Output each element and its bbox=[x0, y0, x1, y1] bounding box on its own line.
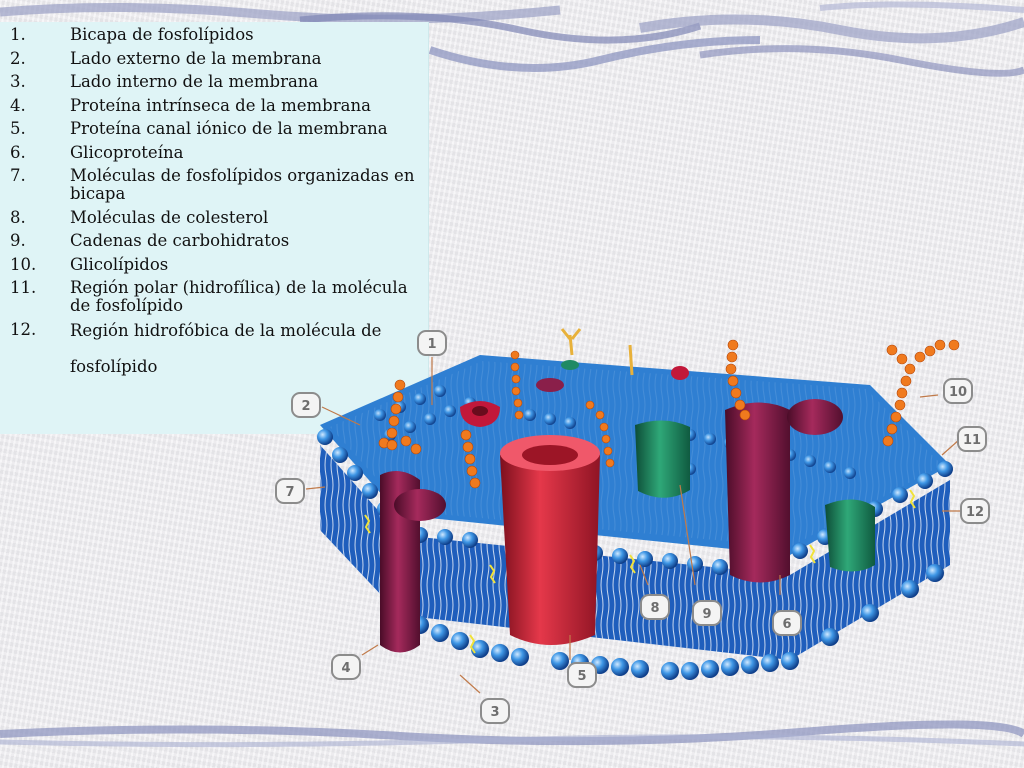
legend-item-text: Región polar (hidrofílica) de la molécul… bbox=[70, 278, 408, 315]
legend-item: 12. Región hidrofóbica de la molécula de … bbox=[10, 319, 420, 385]
callout-number: 8 bbox=[650, 601, 659, 616]
legend-item: 4. Proteína intrínseca de la membrana bbox=[10, 95, 420, 115]
bottom-decorative-brush-strokes bbox=[0, 720, 1024, 748]
legend-item-number: 7. bbox=[10, 166, 26, 185]
legend-item-text: Proteína canal iónico de la membrana bbox=[70, 119, 388, 138]
legend-item-text: Moléculas de colesterol bbox=[70, 207, 269, 227]
legend-item-number: 3. bbox=[10, 72, 26, 91]
legend-item-number: 1. bbox=[10, 25, 26, 44]
legend-item-text: Bicapa de fosfolípidos bbox=[70, 25, 254, 44]
green-protein-upper bbox=[635, 420, 690, 498]
legend-item-number: 6. bbox=[10, 142, 26, 162]
top-decorative-brush-strokes bbox=[0, 1, 1024, 77]
ion-channel-protein bbox=[500, 445, 600, 645]
callout-number: 12 bbox=[966, 505, 984, 520]
y-shaped-sugar-1 bbox=[560, 328, 582, 356]
legend-item-text: Lado interno de la membrana bbox=[70, 72, 319, 91]
legend-item-text: Glicolípidos bbox=[70, 254, 169, 274]
legend-item: 2. Lado externo de la membrana bbox=[10, 48, 420, 68]
callout-badge-2: 2 bbox=[291, 392, 321, 418]
callout-number: 7 bbox=[285, 485, 294, 500]
legend-item: 6. Glicoproteína bbox=[10, 142, 420, 162]
legend-item-number: 8. bbox=[10, 207, 26, 227]
glycoprotein bbox=[725, 402, 790, 583]
legend-item: 5. Proteína canal iónico de la membrana bbox=[10, 120, 420, 138]
callout-badge-3: 3 bbox=[480, 698, 510, 724]
callout-number: 2 bbox=[301, 399, 310, 414]
legend-item: 7. Moléculas de fosfolípidos organizadas … bbox=[10, 167, 420, 203]
legend-item: 1. Bicapa de fosfolípidos bbox=[10, 26, 420, 44]
callout-badge-9: 9 bbox=[692, 600, 722, 626]
legend-item-number: 12. bbox=[10, 319, 37, 339]
callout-number: 4 bbox=[341, 661, 350, 676]
legend-item: 11. Región polar (hidrofílica) de la molé… bbox=[10, 279, 420, 315]
callout-badge-8: 8 bbox=[640, 594, 670, 620]
y-shaped-sugar-2 bbox=[628, 344, 634, 376]
legend-item-number: 5. bbox=[10, 119, 26, 138]
green-protein-lower bbox=[825, 499, 875, 572]
callout-badge-11: 11 bbox=[957, 426, 987, 452]
callout-leader-lines bbox=[305, 357, 961, 694]
legend-item-text: Región hidrofóbica de la molécula de fos… bbox=[70, 320, 382, 376]
legend-item: 9. Cadenas de carbohidratos bbox=[10, 232, 420, 250]
callout-number: 11 bbox=[963, 433, 981, 448]
callout-badge-6: 6 bbox=[772, 610, 802, 636]
legend-item-number: 10. bbox=[10, 254, 37, 274]
legend-list: 1. Bicapa de fosfolípidos 2. Lado externo d… bbox=[10, 26, 420, 390]
callout-badge-4: 4 bbox=[331, 654, 361, 680]
callout-number: 9 bbox=[702, 607, 711, 622]
callout-badge-7: 7 bbox=[275, 478, 305, 504]
legend-item-number: 9. bbox=[10, 231, 26, 250]
legend-item-number: 2. bbox=[10, 48, 26, 68]
legend-item: 10. Glicolípidos bbox=[10, 254, 420, 274]
callout-badge-12: 12 bbox=[960, 498, 990, 524]
callout-badge-1: 1 bbox=[417, 330, 447, 356]
legend-panel bbox=[0, 22, 429, 434]
carbohydrate-chains bbox=[378, 339, 960, 489]
callout-badge-10: 10 bbox=[943, 378, 973, 404]
legend-item-number: 11. bbox=[10, 278, 37, 297]
callout-number: 1 bbox=[427, 337, 436, 352]
callout-number: 3 bbox=[490, 705, 499, 720]
callout-number: 10 bbox=[949, 385, 967, 400]
legend-item: 3. Lado interno de la membrana bbox=[10, 73, 420, 91]
legend-item-text: Lado externo de la membrana bbox=[70, 48, 322, 68]
callout-number: 5 bbox=[577, 669, 586, 684]
top-protein-small bbox=[536, 378, 564, 392]
legend-item-number: 4. bbox=[10, 95, 26, 115]
callout-badge-5: 5 bbox=[567, 662, 597, 688]
legend-item-text: Proteína intrínseca de la membrana bbox=[70, 95, 371, 115]
legend-item-text: Moléculas de fosfolípidos organizadas en… bbox=[70, 166, 415, 203]
legend-item-text: Glicoproteína bbox=[70, 142, 184, 162]
callout-number: 6 bbox=[782, 617, 791, 632]
legend-item: 8. Moléculas de colesterol bbox=[10, 207, 420, 227]
legend-item-text: Cadenas de carbohidratos bbox=[70, 231, 290, 250]
cholesterol-molecules bbox=[364, 489, 916, 654]
